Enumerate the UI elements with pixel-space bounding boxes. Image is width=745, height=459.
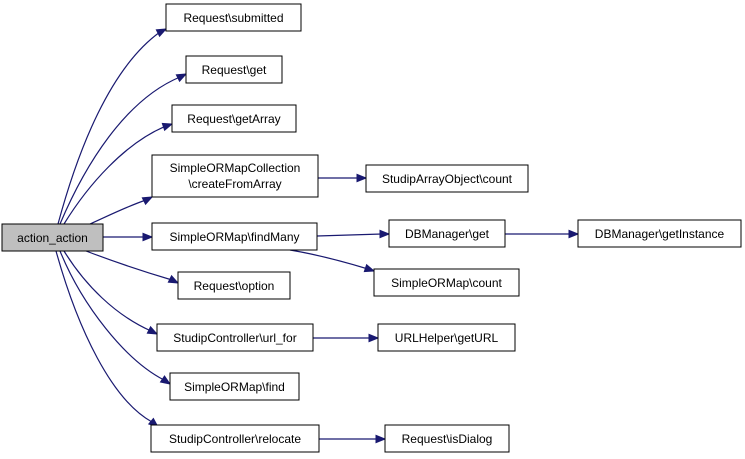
arrowhead: [175, 73, 188, 83]
edge-root-to-relocate: [55, 250, 160, 428]
arrowhead: [368, 333, 380, 343]
edge-line: [57, 31, 161, 225]
node-box: [373, 268, 520, 297]
edge-root-to-option: [85, 250, 180, 284]
edge-findmany-to-db-get: [316, 229, 391, 239]
arrowhead: [146, 325, 159, 335]
node-dbmanager-get[interactable]: DBManager\get: [388, 219, 506, 248]
edge-root-to-findmany: [103, 232, 154, 242]
node-dbmanager-getinstance[interactable]: DBManager\getInstance: [577, 219, 742, 248]
node-label: action_action: [17, 231, 88, 245]
node-label: Request\get: [202, 63, 267, 77]
arrowhead: [568, 229, 580, 239]
node-box: [1, 223, 104, 252]
node-request-isdialog[interactable]: Request\isDialog: [384, 424, 510, 453]
node-label: URLHelper\getURL: [395, 331, 499, 345]
node-label: DBManager\getInstance: [595, 227, 725, 241]
arrowhead: [161, 122, 174, 132]
edge-line: [289, 249, 369, 270]
edge-root-to-createfromarray: [89, 196, 154, 225]
edge-findmany-to-orm-count: [289, 249, 376, 273]
edge-root-to-find: [59, 250, 172, 385]
node-box: [388, 219, 506, 248]
node-label: SimpleORMap\find: [184, 380, 285, 394]
node-box: [150, 424, 320, 453]
arrowhead: [155, 28, 168, 38]
node-label: SimpleORMap\findMany: [169, 230, 299, 244]
edge-root-to-url-for: [63, 250, 159, 335]
node-simpleormap-find[interactable]: SimpleORMap\find: [169, 372, 300, 401]
edge-line: [59, 76, 181, 225]
edge-line: [55, 250, 153, 423]
node-box: [377, 323, 516, 352]
node-box: [156, 323, 314, 352]
edge-relocate-to-isdialog: [319, 434, 387, 444]
arrowhead: [142, 232, 154, 242]
edge-root-to-req-get: [59, 73, 188, 225]
node-label: SimpleORMap\count: [391, 276, 502, 290]
node-request-option[interactable]: Request\option: [177, 271, 291, 300]
node-box: [577, 219, 742, 248]
node-studiparrayobject-count[interactable]: StudipArrayObject\count: [365, 164, 529, 193]
node-box: [171, 104, 297, 133]
arrowhead: [167, 274, 180, 284]
node-label-line-1: SimpleORMapCollection: [170, 161, 301, 175]
edge-line: [63, 125, 167, 225]
node-simpleormapcollection-createfromarray[interactable]: SimpleORMapCollection \createFromArray: [151, 154, 319, 198]
node-box: [177, 271, 291, 300]
node-request-get[interactable]: Request\get: [185, 55, 283, 84]
node-label: Request\getArray: [187, 112, 280, 126]
node-studipcontroller-relocate[interactable]: StudipController\relocate: [150, 424, 320, 453]
arrowhead: [375, 434, 387, 444]
edge-line: [59, 250, 165, 381]
node-simpleormap-findmany[interactable]: SimpleORMap\findMany: [151, 222, 318, 251]
node-label: Request\isDialog: [402, 432, 493, 446]
node-box: [151, 154, 319, 198]
arrowhead: [356, 173, 368, 183]
arrowhead: [379, 229, 391, 239]
node-box: [185, 55, 283, 84]
call-edges: [55, 28, 580, 444]
node-label: StudipController\relocate: [169, 432, 301, 446]
node-box: [151, 222, 318, 251]
edge-db-get-to-getinstance: [505, 229, 580, 239]
node-simpleormap-count[interactable]: SimpleORMap\count: [373, 268, 520, 297]
edge-root-to-submitted: [57, 28, 168, 225]
node-box: [384, 424, 510, 453]
node-label: StudipController\url_for: [173, 331, 296, 345]
node-request-getarray[interactable]: Request\getArray: [171, 104, 297, 133]
node-action-action[interactable]: action_action: [1, 223, 104, 252]
edge-root-to-getarray: [63, 122, 174, 225]
node-label: Request\submitted: [183, 11, 283, 25]
node-box: [169, 372, 300, 401]
node-label-line-2: \createFromArray: [188, 177, 281, 191]
node-label: DBManager\get: [405, 227, 490, 241]
node-box: [365, 164, 529, 193]
node-urlhelper-geturl[interactable]: URLHelper\getURL: [377, 323, 516, 352]
node-label: StudipArrayObject\count: [382, 172, 513, 186]
edge-url-for-to-geturl: [313, 333, 380, 343]
node-box: [165, 3, 302, 32]
edge-line: [89, 199, 147, 225]
edge-line: [316, 233, 384, 237]
node-request-submitted[interactable]: Request\submitted: [165, 3, 302, 32]
arrowhead: [363, 263, 376, 273]
arrowhead: [159, 375, 172, 385]
node-studipcontroller-url-for[interactable]: StudipController\url_for: [156, 323, 314, 352]
edge-line: [63, 250, 152, 332]
arrowhead: [141, 196, 154, 206]
edge-line: [85, 250, 173, 281]
edge-createfromarray-to-studip-count: [318, 173, 368, 183]
node-label: Request\option: [194, 279, 275, 293]
